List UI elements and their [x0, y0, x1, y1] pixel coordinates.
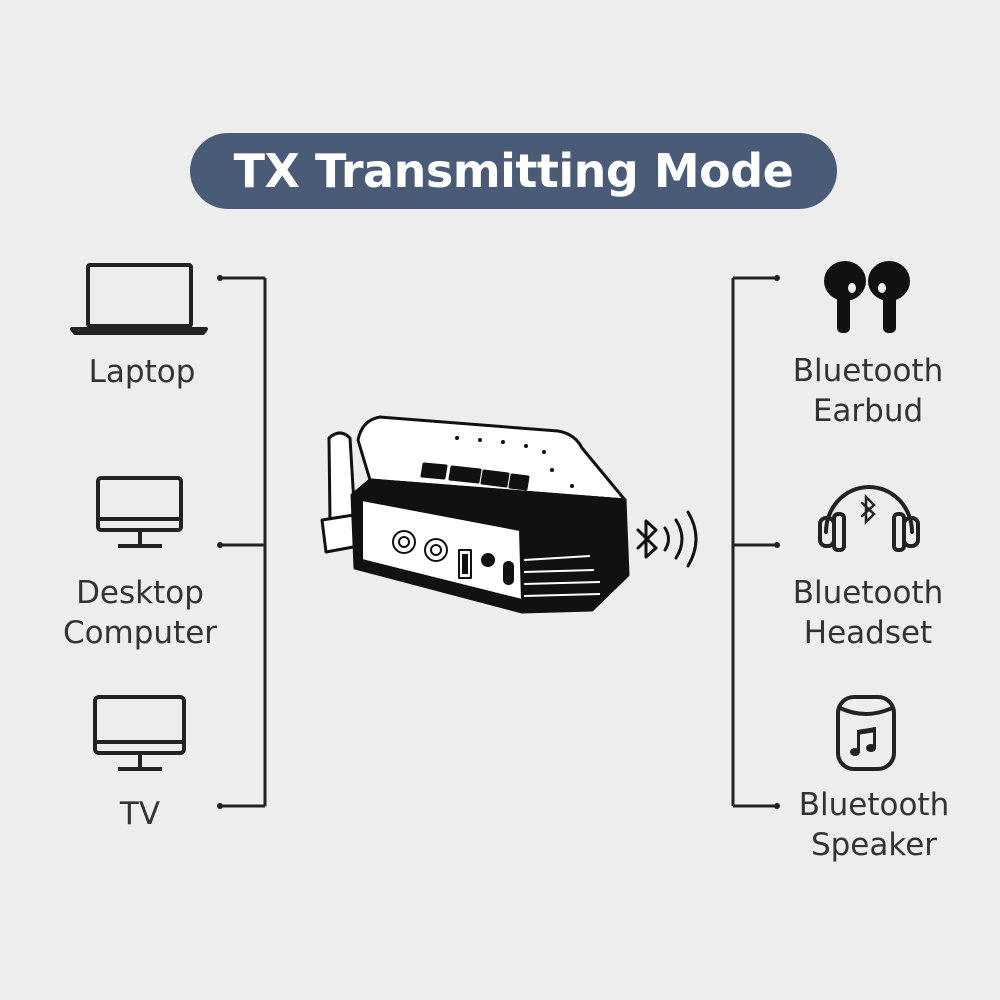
- earbuds-icon: [824, 261, 910, 333]
- label-line: Headset: [803, 615, 933, 651]
- receiver-label-headset: Bluetooth Headset: [768, 573, 968, 653]
- label-line: Computer: [62, 615, 218, 651]
- receiver-label-speaker: Bluetooth Speaker: [774, 785, 974, 865]
- laptop-icon: [70, 263, 208, 335]
- desktop-monitor-icon: [96, 476, 183, 548]
- label-line: Bluetooth: [792, 353, 944, 389]
- receiver-label-earbud: Bluetooth Earbud: [768, 351, 968, 431]
- bluetooth-signal-icon: [636, 510, 698, 568]
- label-line: Desktop: [76, 575, 204, 611]
- label-line: Bluetooth: [798, 787, 950, 823]
- source-label-tv: TV: [40, 794, 240, 834]
- source-label-desktop: Desktop Computer: [40, 573, 240, 653]
- right-connector: [731, 276, 777, 808]
- label-line: Laptop: [88, 354, 196, 390]
- label-line: Bluetooth: [792, 575, 944, 611]
- headphones-icon: [818, 485, 920, 552]
- bluetooth-transmitter-icon: [320, 415, 630, 614]
- label-line: Speaker: [810, 827, 938, 863]
- left-connector: [220, 276, 267, 808]
- tv-icon: [93, 695, 186, 771]
- speaker-icon: [836, 695, 896, 771]
- source-label-laptop: Laptop: [42, 352, 242, 392]
- title-banner: TX Transmitting Mode: [190, 133, 837, 209]
- label-line: TV: [119, 796, 161, 832]
- label-line: Earbud: [812, 393, 924, 429]
- page-title: TX Transmitting Mode: [233, 144, 794, 198]
